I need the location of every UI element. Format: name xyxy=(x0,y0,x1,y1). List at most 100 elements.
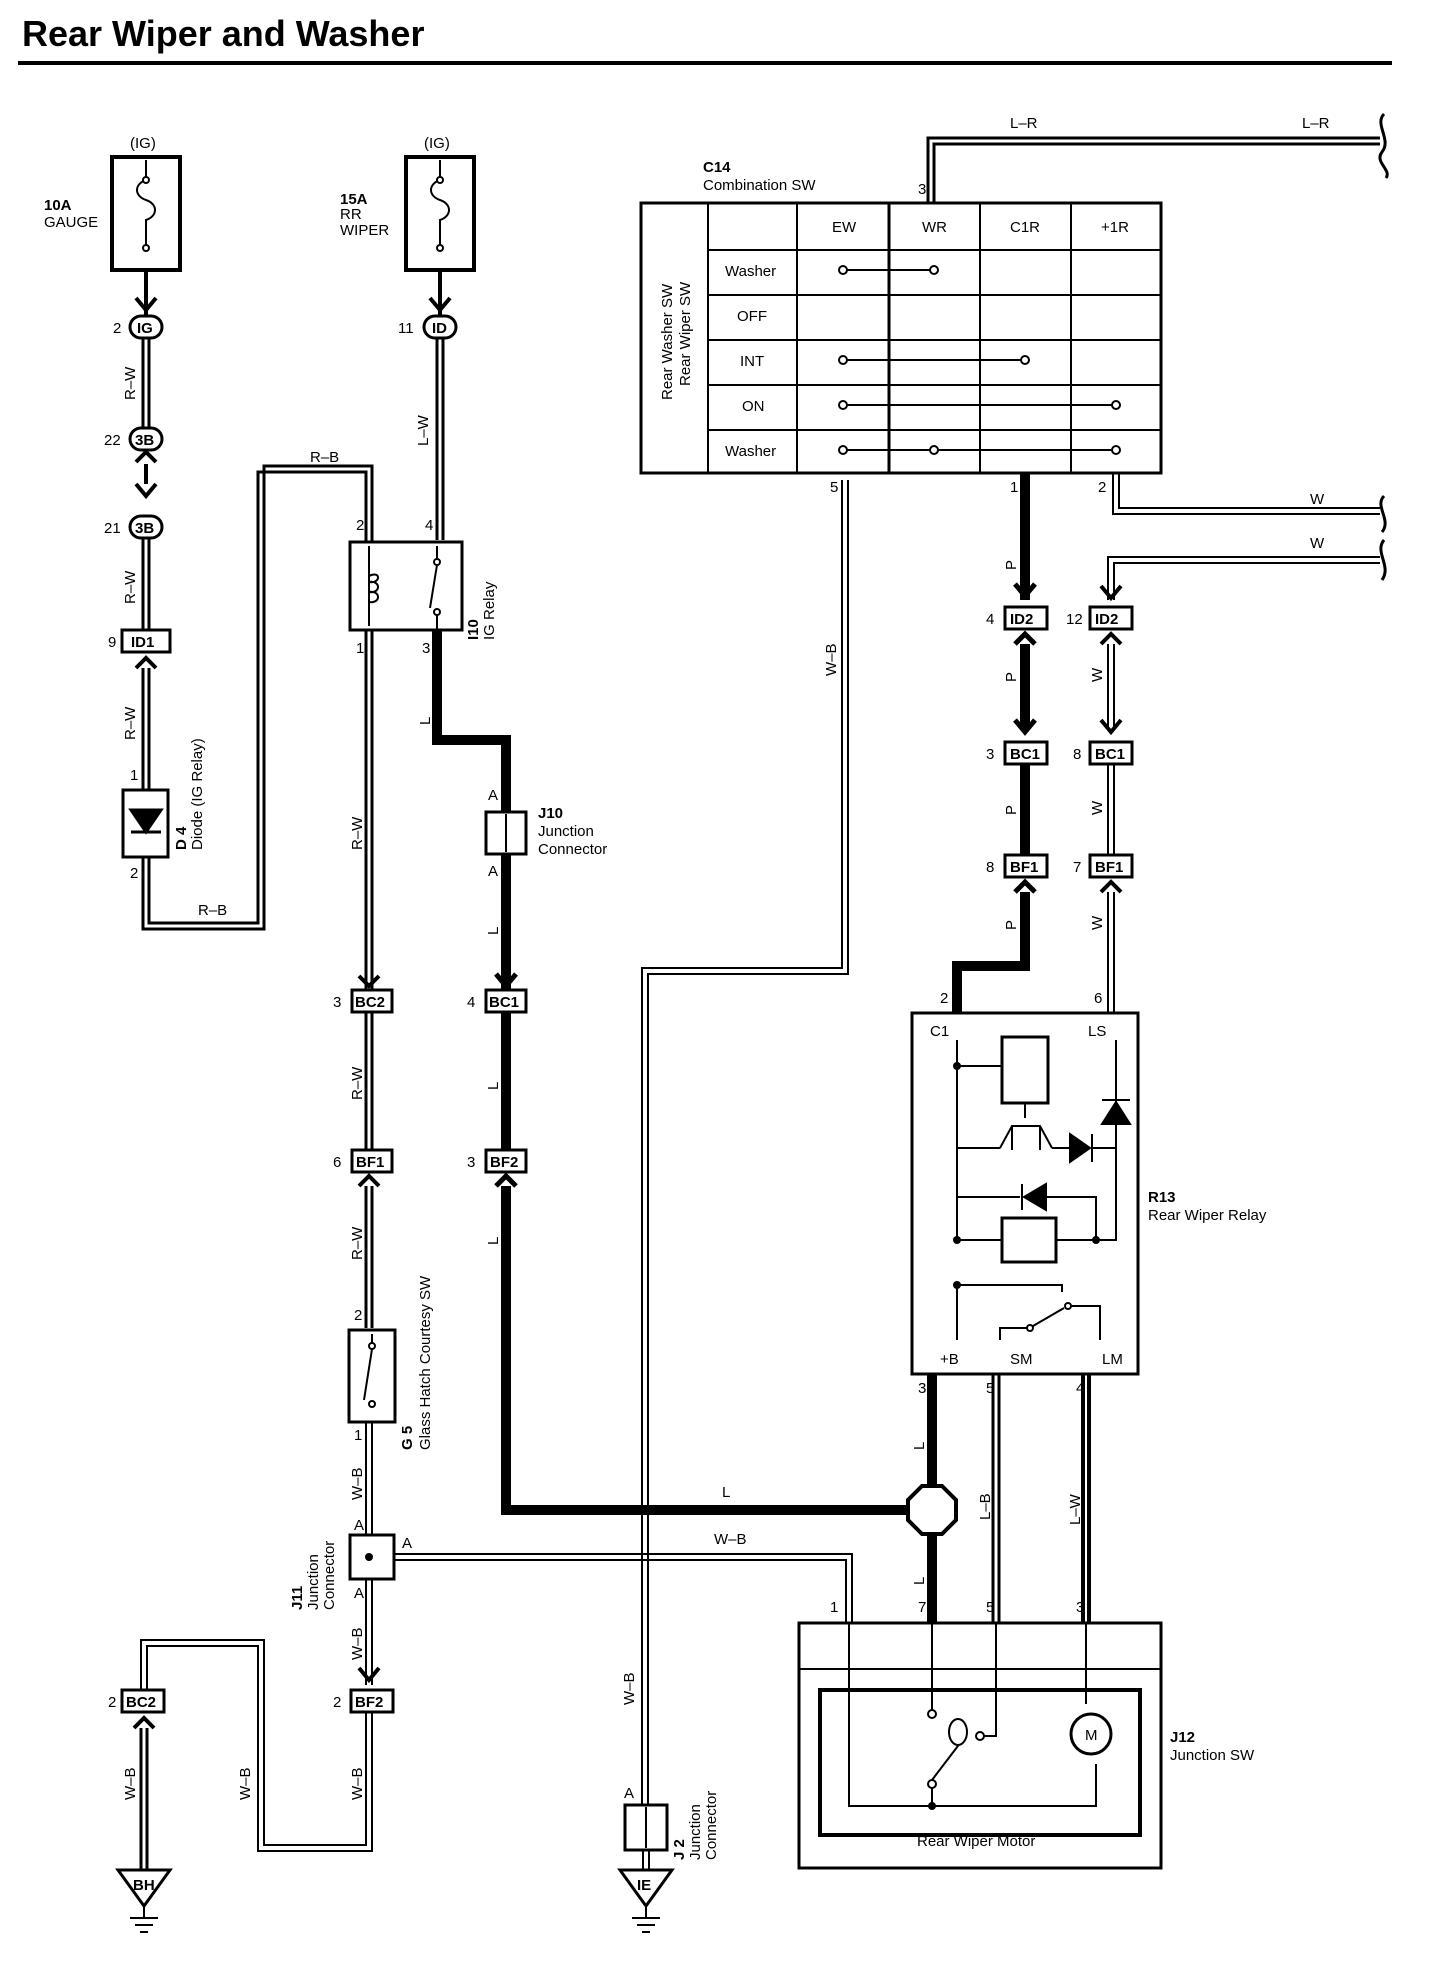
relay-coil-icon xyxy=(1000,1035,1050,1105)
wire-color-label: W–B xyxy=(349,1627,366,1660)
ig-relay-code: I10 xyxy=(465,619,482,640)
pin-label: 2 xyxy=(354,1307,362,1324)
fuse-icon xyxy=(430,160,450,248)
wire-color-label: L xyxy=(485,1082,502,1090)
pin-label: 22 xyxy=(104,432,121,449)
pin-label: 1 xyxy=(830,1599,838,1616)
pin-label: 2 xyxy=(1098,479,1106,496)
pin-label: 2 xyxy=(940,990,948,1007)
motor-symbol: M xyxy=(1085,1727,1098,1744)
motor-label: Rear Wiper Motor xyxy=(917,1833,1035,1850)
wire-color-label: W–B xyxy=(714,1531,747,1548)
pin-label: 3 xyxy=(918,181,926,198)
fuse-gauge-name: GAUGE xyxy=(44,214,98,231)
wire-color-label: L–R xyxy=(1010,115,1038,132)
fuse-rr-wiper: (IG) 15A RR WIPER xyxy=(340,135,476,272)
wire-color-label: L–R xyxy=(1302,115,1330,132)
combo-switch-table: EW WR C1R +1R Washer OFF INT ON Washer xyxy=(708,203,1161,473)
connector-bc2: BC2 xyxy=(126,1694,156,1711)
g5-name: Glass Hatch Courtesy SW xyxy=(417,1275,434,1450)
pin-label: 2 xyxy=(356,517,364,534)
switch-icon xyxy=(363,1348,373,1401)
pin-label: A xyxy=(488,863,498,880)
ground-icon xyxy=(130,1906,158,1933)
ground-bh xyxy=(115,1868,173,1909)
pin-label: 8 xyxy=(1073,746,1081,763)
relay-terminal-sm: SM xyxy=(1010,1351,1033,1368)
relay-coil-icon xyxy=(1000,1216,1058,1264)
combo-col-1r: +1R xyxy=(1101,219,1129,236)
j2-code: J 2 xyxy=(671,1839,688,1860)
gauge-branch: IG 2 R–W 3B 22 3B 21 R–W ID1 9 R–W 1 D 4… xyxy=(104,270,374,931)
fuse-rr-wiper-name2: WIPER xyxy=(340,222,389,239)
pin-label: 1 xyxy=(356,640,364,657)
wire-break-icon xyxy=(1378,112,1389,179)
fuse-rr-wiper-name1: RR xyxy=(340,206,362,223)
fuse-icon xyxy=(136,160,156,248)
pin-label: 4 xyxy=(425,517,433,534)
relay-terminal-lm: LM xyxy=(1102,1351,1123,1368)
pin-label: 4 xyxy=(467,994,475,1011)
r13-code: R13 xyxy=(1148,1189,1176,1206)
wire-color-label: W–B xyxy=(823,643,840,676)
diode-d4-code: D 4 xyxy=(173,826,190,850)
relay-terminal-b: +B xyxy=(940,1351,959,1368)
wire-color-label: W–B xyxy=(349,1467,366,1500)
combo-row-int: INT xyxy=(740,353,764,370)
combo-row-washer: Washer xyxy=(725,263,776,280)
w-wire-branch: 2 W W ID2 12 W BC1 8 W BF1 7 W 6 xyxy=(1066,473,1387,1012)
combo-row-washer-2: Washer xyxy=(725,443,776,460)
pin-label: 21 xyxy=(104,520,121,537)
j11-code: J11 xyxy=(289,1586,306,1610)
wire-color-label: P xyxy=(1003,560,1020,570)
ground-bh-label: BH xyxy=(133,1877,155,1894)
pin-label: 3 xyxy=(333,994,341,1011)
combo-col-wr: WR xyxy=(922,219,947,236)
pin-label: 3 xyxy=(422,640,430,657)
pin-label: 2 xyxy=(130,865,138,882)
pin-label: 2 xyxy=(108,1694,116,1711)
wire-color-label: R–W xyxy=(122,366,139,400)
r13-name: Rear Wiper Relay xyxy=(1148,1207,1267,1224)
combo-col-ew: EW xyxy=(832,219,857,236)
fuse-rr-wiper-rating: 15A xyxy=(340,191,368,208)
lr-wire: L–R L–R xyxy=(926,112,1389,203)
wire-break-icon xyxy=(1379,539,1387,581)
motor-icon xyxy=(1069,1712,1113,1756)
connector-bf1: BF1 xyxy=(1010,859,1038,876)
pin-label: 11 xyxy=(398,320,414,337)
pin-label: 5 xyxy=(830,479,838,496)
pin-label: 7 xyxy=(918,1599,926,1616)
ig-relay-branch: ID 11 L–W 4 2 I10 IG Relay 1 3 xyxy=(348,270,498,657)
power-feed-l-branch: L A J10 Junction Connector A L BC1 4 L B… xyxy=(417,630,910,1515)
transistor-icon xyxy=(1011,1126,1041,1150)
ground-icon xyxy=(632,1906,660,1933)
pin-label: 4 xyxy=(986,611,994,628)
wire-color-label: L–W xyxy=(1067,1493,1084,1525)
wire-color-label: W–B xyxy=(237,1767,254,1800)
wire-color-label: P xyxy=(1003,920,1020,930)
wire-color-label: L xyxy=(485,927,502,935)
wire-color-label: R–B xyxy=(198,902,227,919)
pin-label: 1 xyxy=(130,767,138,784)
wire-color-label: W xyxy=(1089,915,1106,930)
connector-ig: IG xyxy=(137,320,153,337)
pin-label: 5 xyxy=(986,1380,994,1397)
relay-switch-icon xyxy=(1032,1307,1065,1327)
connector-id1: ID1 xyxy=(131,634,154,651)
pin-label: 5 xyxy=(986,1599,994,1616)
junction-splice xyxy=(906,1484,958,1536)
pin-label: 4 xyxy=(1076,1380,1084,1397)
pin-label: A xyxy=(488,787,498,804)
pin-label: 1 xyxy=(354,1427,362,1444)
pin-label: 7 xyxy=(1073,859,1081,876)
connector-3b: 3B xyxy=(135,520,154,537)
connector-bf2: BF2 xyxy=(490,1154,518,1171)
wire-color-label: W xyxy=(1310,491,1325,508)
c14-code: C14 xyxy=(703,159,731,176)
j2-name2: Connector xyxy=(703,1791,720,1860)
rear-wiper-motor: J12 Junction SW Rear Wiper Motor M xyxy=(797,1621,1255,1870)
j11-name2: Connector xyxy=(321,1541,338,1610)
j10-name1: Junction xyxy=(538,823,594,840)
